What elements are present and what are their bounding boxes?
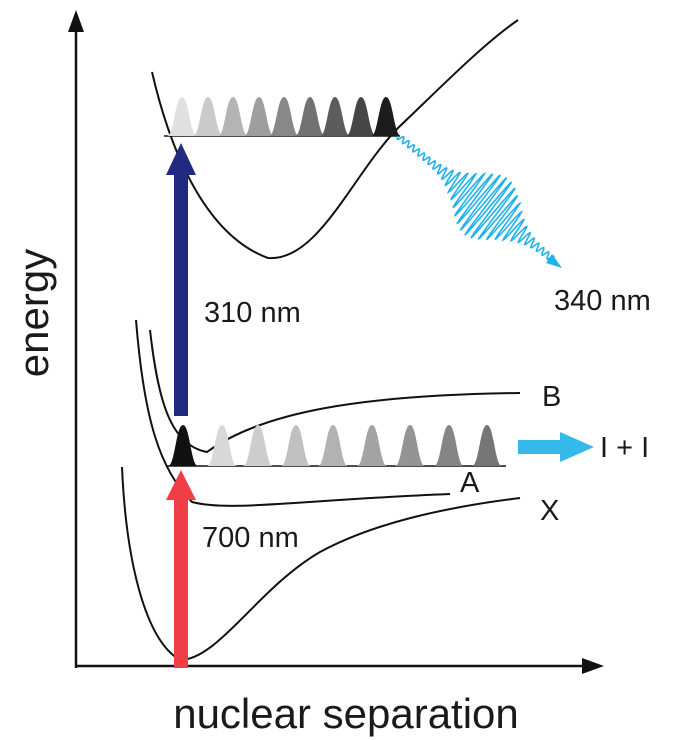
upper-wavepacket-9 (371, 97, 401, 136)
dissociation-arrow-head (560, 432, 594, 462)
state-x-curve (121, 466, 521, 662)
upper-state-curve (151, 19, 519, 260)
dissociation-arrow-shaft (518, 440, 564, 454)
upper-wavepacket-2 (193, 97, 223, 136)
lower-wavepacket-8 (434, 425, 464, 466)
state-b-label: B (542, 381, 561, 413)
lower-wavepacket-1 (168, 425, 198, 466)
lower-wavepacket-2 (207, 425, 237, 466)
lower-wavepacket-train (166, 425, 506, 467)
pump-arrow-head (166, 470, 196, 500)
y-axis-label: energy (10, 249, 57, 377)
lower-wavepacket-6 (357, 425, 387, 466)
x-axis-label: nuclear separation (173, 690, 519, 737)
probe-arrow (166, 143, 196, 416)
pump-wavelength-label: 700 nm (202, 522, 299, 554)
upper-wavepacket-train (164, 97, 401, 137)
lower-wavepacket-5 (318, 425, 348, 466)
emission-wavelength-label: 340 nm (554, 285, 651, 317)
upper-wavepacket-6 (295, 97, 325, 136)
upper-wavepacket-8 (346, 97, 376, 136)
state-x-label: X (540, 495, 559, 527)
x-axis-arrowhead (582, 658, 604, 674)
upper-wavepacket-1 (167, 97, 197, 136)
lower-wavepacket-7 (395, 425, 425, 466)
upper-wavepacket-7 (320, 97, 350, 136)
lower-wavepacket-3 (243, 425, 273, 466)
lower-wavepacket-9 (472, 425, 502, 466)
lower-wavepacket-4 (281, 425, 311, 466)
products-label: I + I (600, 432, 649, 464)
probe-arrow-shaft (174, 168, 188, 416)
state-a-curve (135, 319, 451, 507)
state-a-label: A (460, 467, 480, 499)
pump-arrow (166, 470, 196, 668)
probe-arrow-head (166, 143, 196, 175)
upper-wavepacket-3 (218, 97, 248, 136)
y-axis-arrowhead (68, 10, 84, 32)
emission-wave-arrowhead (546, 254, 562, 268)
upper-wavepacket-5 (269, 97, 299, 136)
emission-wave (396, 135, 556, 265)
upper-wavepacket-4 (244, 97, 274, 136)
dissociation-arrow (518, 432, 594, 462)
pump-arrow-shaft (174, 494, 188, 668)
probe-wavelength-label: 310 nm (204, 297, 301, 329)
